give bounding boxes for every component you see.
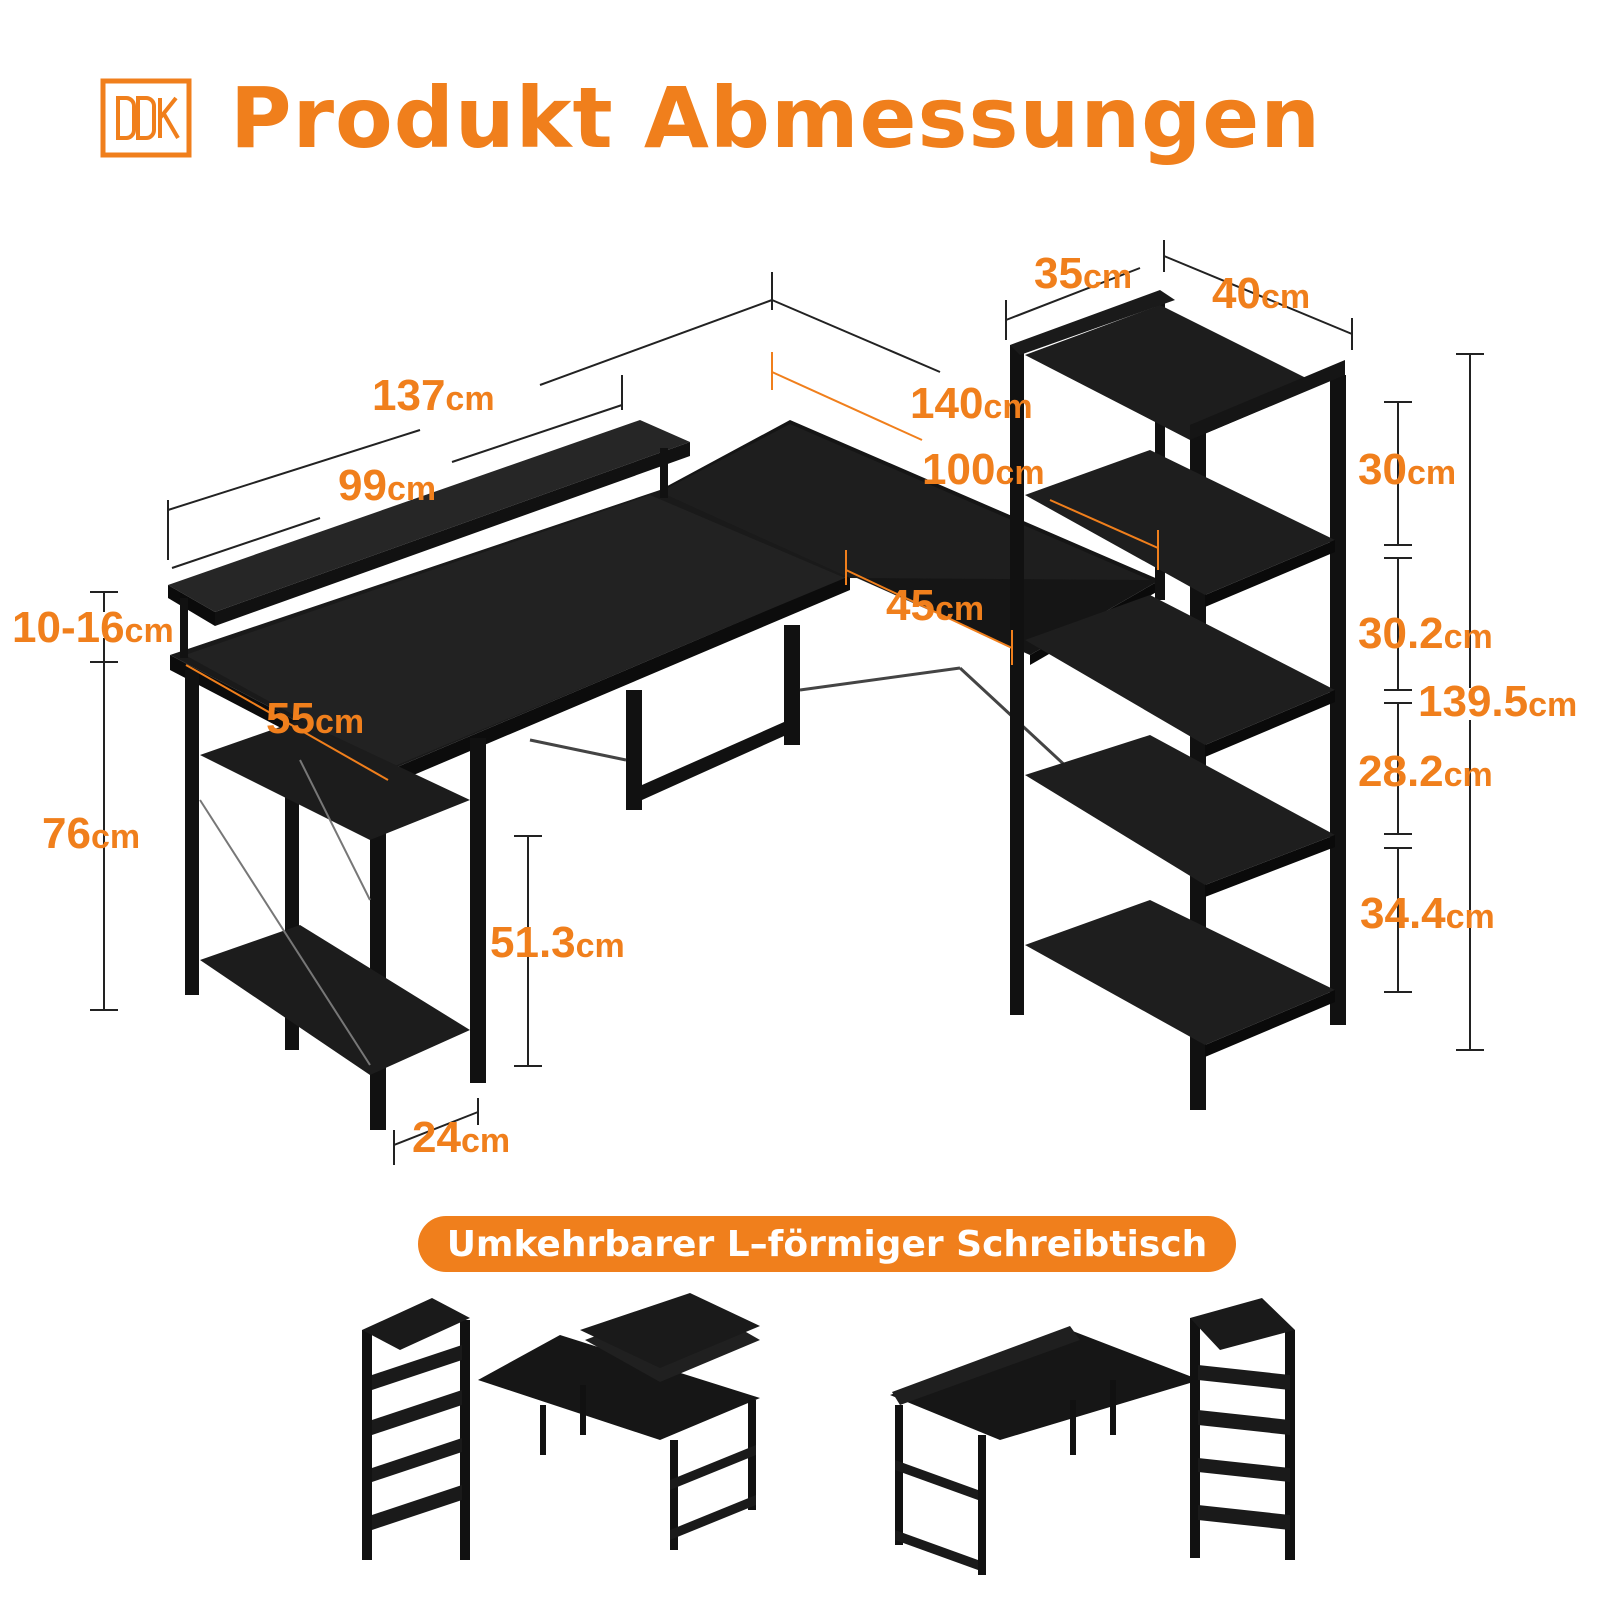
reversible-desk-banner: Umkehrbarer L–förmiger Schreibtisch [418, 1216, 1236, 1272]
dim-shelf-gap-1: 30cm [1358, 445, 1456, 494]
left-configuration-thumbnail [362, 1293, 760, 1560]
brand-logo-icon [100, 78, 192, 158]
dim-desk-depth: 55cm [266, 694, 364, 743]
dim-total-width: 137cm [372, 371, 495, 420]
dim-side-shelf-width: 24cm [412, 1113, 510, 1162]
page-title: Produkt Abmessungen [230, 69, 1322, 167]
dim-shelf-gap-4: 34.4cm [1360, 889, 1495, 938]
right-configuration-thumbnail [890, 1298, 1295, 1575]
header: Produkt Abmessungen [100, 68, 1321, 168]
dim-riser-height: 10-16cm [12, 603, 174, 652]
dim-side-shelf-height: 51.3cm [490, 918, 625, 967]
dim-desktop-width: 99cm [338, 461, 436, 510]
dim-return-length: 140cm [910, 379, 1033, 428]
dim-shelf-gap-3: 28.2cm [1358, 747, 1493, 796]
dim-tower-depth: 40cm [1212, 269, 1310, 318]
dim-tower-width: 35cm [1034, 249, 1132, 298]
l-shaped-desk-illustration [168, 290, 1346, 1130]
dim-tower-height: 139.5cm [1418, 677, 1577, 726]
dim-desk-height: 76cm [42, 809, 140, 858]
dimension-lines [90, 240, 1484, 1165]
dim-return-inner-length: 100cm [922, 445, 1045, 494]
inner-dimension-lines [185, 352, 1159, 781]
dim-return-depth: 45cm [886, 581, 984, 630]
dim-shelf-gap-2: 30.2cm [1358, 609, 1493, 658]
